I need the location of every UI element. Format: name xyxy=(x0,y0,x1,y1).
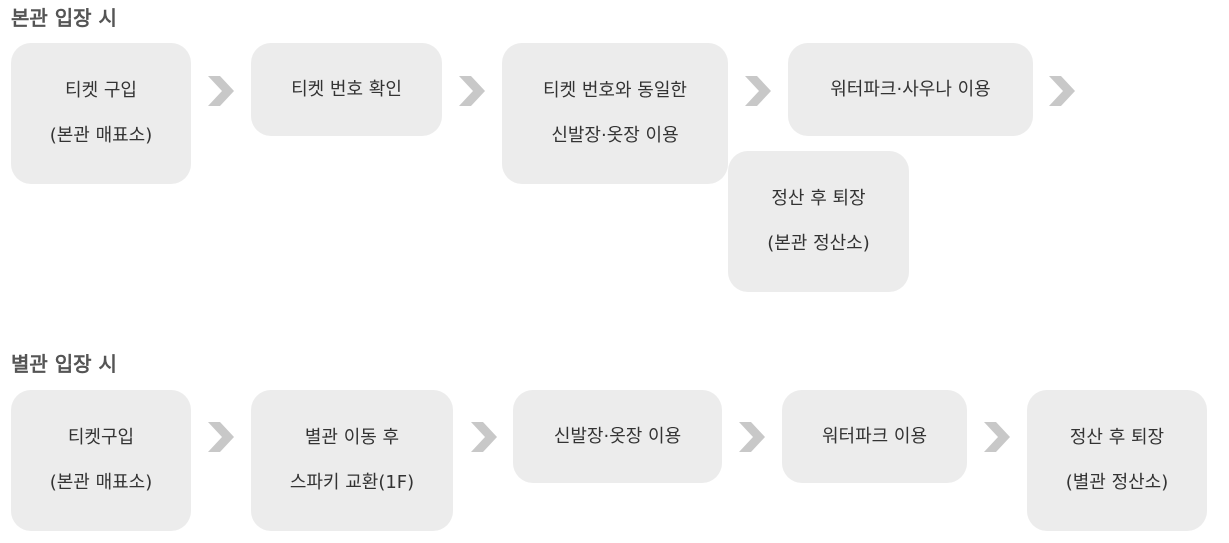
step-line: 티켓구입 xyxy=(67,427,135,448)
annex-step-ticket-purchase: 티켓구입 (본관 매표소) xyxy=(11,390,191,531)
chevron-right-icon xyxy=(745,76,771,106)
step-line: (별관 정산소) xyxy=(1065,472,1169,493)
step-line: 신발장·옷장 이용 xyxy=(551,125,679,146)
main-step-waterpark: 워터파크·사우나 이용 xyxy=(788,43,1033,136)
main-hall-title: 본관 입장 시 xyxy=(11,6,117,30)
main-step-ticket-purchase: 티켓 구입 (본관 매표소) xyxy=(11,43,191,184)
step-line: 정산 후 퇴장 xyxy=(1069,427,1165,448)
annex-step-waterpark: 워터파크 이용 xyxy=(782,390,967,483)
step-line: (본관 매표소) xyxy=(49,125,153,146)
chevron-right-icon xyxy=(1049,76,1075,106)
main-step-locker: 티켓 번호와 동일한 신발장·옷장 이용 xyxy=(502,43,728,184)
chevron-right-icon xyxy=(739,422,765,452)
annex-hall-title: 별관 입장 시 xyxy=(11,352,117,376)
chevron-right-icon xyxy=(208,76,234,106)
annex-step-locker: 신발장·옷장 이용 xyxy=(513,390,722,483)
step-line: 신발장·옷장 이용 xyxy=(553,425,682,447)
step-line: 티켓 번호 확인 xyxy=(291,78,402,100)
step-line: 스파키 교환(1F) xyxy=(289,472,415,493)
step-line: 워터파크·사우나 이용 xyxy=(830,78,991,100)
annex-step-move-exchange: 별관 이동 후 스파키 교환(1F) xyxy=(251,390,453,531)
step-line: 티켓 번호와 동일한 xyxy=(543,80,687,101)
chevron-right-icon xyxy=(471,422,497,452)
step-line: 티켓 구입 xyxy=(65,80,137,101)
annex-step-checkout: 정산 후 퇴장 (별관 정산소) xyxy=(1027,390,1207,531)
chevron-right-icon xyxy=(459,76,485,106)
step-line: (본관 매표소) xyxy=(49,472,153,493)
main-step-checkout: 정산 후 퇴장 (본관 정산소) xyxy=(728,151,909,292)
chevron-right-icon xyxy=(984,422,1010,452)
chevron-right-icon xyxy=(208,422,234,452)
step-line: (본관 정산소) xyxy=(767,233,870,254)
step-line: 별관 이동 후 xyxy=(304,427,400,448)
step-line: 정산 후 퇴장 xyxy=(771,188,866,209)
step-line: 워터파크 이용 xyxy=(821,425,928,447)
main-step-ticket-check: 티켓 번호 확인 xyxy=(251,43,442,136)
